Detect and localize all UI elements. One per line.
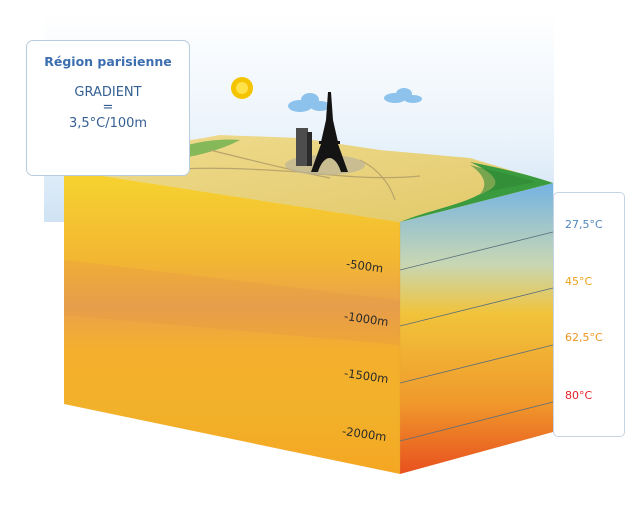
block-front-face: [64, 170, 400, 474]
depth-lines: [399, 231, 554, 442]
temperature-label: 45°C: [565, 275, 593, 288]
cloud-icon: [384, 88, 422, 103]
temperature-panel: [553, 192, 625, 437]
eiffel-tower-icon: [311, 92, 348, 172]
cloud-icon: [288, 93, 330, 112]
gradient-value: 3,5°C/100m: [68, 116, 148, 131]
temperature-label: 27,5°C: [565, 218, 603, 231]
region-title: Région parisienne: [44, 54, 172, 69]
gradient-info-box: Région parisienne GRADIENT = 3,5°C/100m: [26, 40, 190, 176]
front-shading-band: [64, 260, 400, 345]
gradient-equals: =: [102, 100, 114, 115]
sun-icon: [231, 77, 253, 99]
skyscraper-icon: [296, 128, 312, 166]
grass-area: [470, 165, 535, 194]
temperature-label: 80°C: [565, 389, 593, 402]
gradient-label: GRADIENT: [74, 85, 142, 100]
temperature-label: 62,5°C: [565, 331, 603, 344]
block-side-face: [400, 183, 553, 474]
